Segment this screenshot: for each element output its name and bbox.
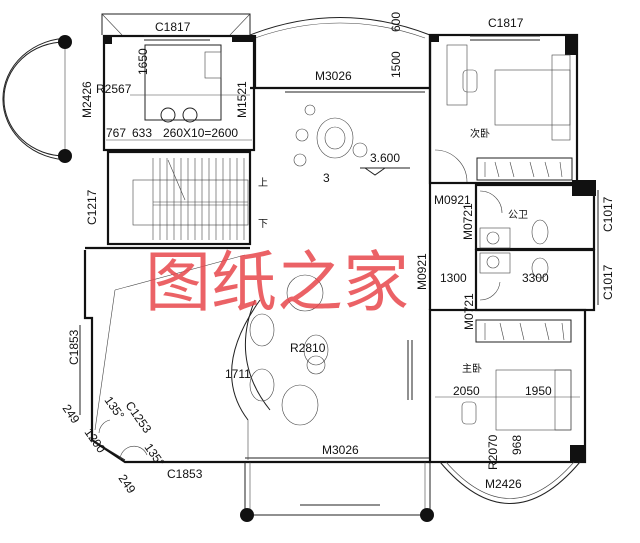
dim-1300: 1300 [440, 271, 467, 285]
master-bay-door-label: M2426 [485, 477, 522, 491]
stair-steps-label: 260X10=2600 [163, 126, 238, 140]
public-bath-label: 公卫 [508, 210, 528, 221]
dim-767: 767 [106, 126, 126, 140]
stair-up-label: 上 [258, 177, 268, 189]
study-window-label: C1817 [155, 20, 191, 34]
dim-1500: 1500 [389, 51, 403, 78]
dim-249-a: 249 [60, 402, 83, 427]
master-bedroom [428, 185, 587, 504]
staircase [106, 150, 252, 246]
second-bedroom [428, 33, 579, 185]
study-room [102, 34, 256, 152]
dim-600: 600 [389, 12, 403, 32]
column [58, 149, 72, 163]
dim-249-b: 249 [116, 472, 139, 497]
study-bay-balcony [2, 35, 72, 163]
elevation-label: 3.600 [370, 151, 400, 165]
watermark: 图纸之家 [145, 244, 409, 321]
study-bay-door-label: M2426 [80, 81, 94, 118]
stair-window-label: C1217 [85, 189, 99, 225]
dim-1650: 1650 [136, 48, 150, 75]
bath-door-2-label: M0721 [462, 293, 476, 330]
corner-window-label: C1253 [123, 399, 155, 436]
master-radius-label: R2070 [486, 434, 500, 470]
bedroom2-door-label: M0921 [434, 193, 471, 207]
dim-1711: 1711 [225, 367, 251, 381]
second-bedroom-label: 次卧 [470, 127, 490, 140]
living-door-bottom-label: M3026 [322, 443, 359, 457]
dim-968: 968 [510, 435, 524, 455]
living-window-bottom-label: C1853 [167, 467, 203, 481]
bath-window-2-label: C1017 [601, 264, 615, 300]
dim-2050: 2050 [453, 384, 480, 398]
stair-down-label: 下 [258, 219, 268, 230]
sofa-radius-label: R2810 [290, 341, 326, 355]
dim-1950: 1950 [525, 384, 552, 398]
study-hood [101, 13, 251, 36]
dim-1200: 1200 [82, 426, 109, 456]
living-room [79, 246, 430, 464]
bedroom2-window-label: C1817 [488, 16, 524, 30]
living-window-left-label: C1853 [67, 329, 81, 365]
study-bay-radius: R2567 [96, 82, 132, 96]
upper-hall [249, 17, 468, 185]
bath-door-1-label: M0721 [461, 203, 475, 240]
dim-3300: 3300 [522, 271, 549, 285]
study-door-label: M1521 [235, 81, 249, 118]
master-door-label: M0921 [415, 253, 429, 290]
dim-633: 633 [132, 126, 152, 140]
master-bedroom-label: 主卧 [462, 362, 482, 375]
bottom-balcony [240, 462, 434, 522]
hall-door-top-label: M3026 [315, 69, 352, 83]
bath-window-1-label: C1017 [601, 196, 615, 232]
angle-1: 135° [102, 394, 128, 423]
angle-2: 135° [142, 441, 168, 470]
bathrooms [474, 180, 599, 312]
stair-num: 3 [323, 171, 330, 185]
column [58, 35, 72, 49]
